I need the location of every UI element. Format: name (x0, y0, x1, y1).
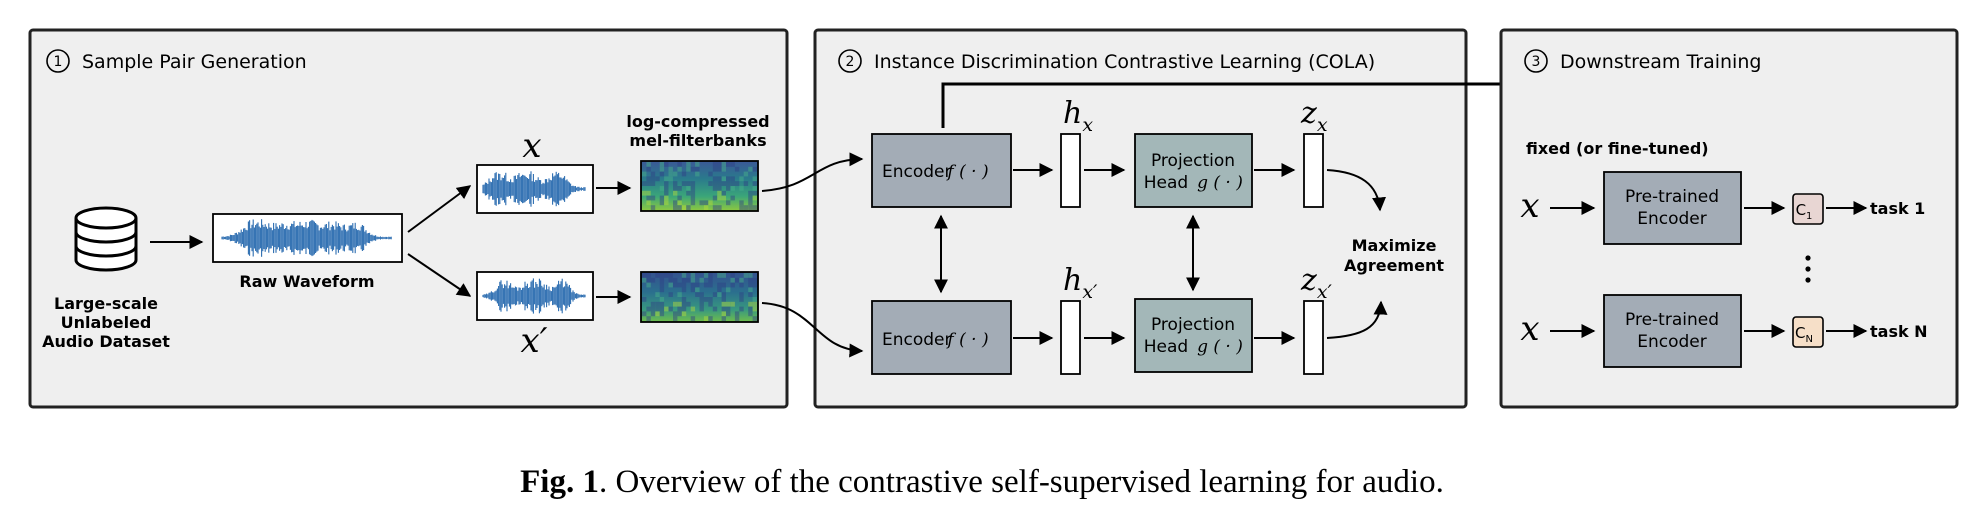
arrow-waveform-to-xprime (407, 253, 472, 297)
projection-top-line1: Projection (1151, 151, 1235, 171)
pretrained-bottom-line2: Encoder (1637, 332, 1707, 352)
panel1-number: 1 (54, 54, 63, 70)
task1-label: task 1 (1870, 199, 1925, 218)
classifier-c1: C1 (1792, 193, 1824, 225)
dataset-label-line1: Large-scale (54, 294, 158, 313)
panel-contrastive-learning: 2 Instance Discrimination Contrastive Le… (761, 28, 1633, 409)
z-top-vector (1303, 133, 1324, 208)
raw-waveform-label: Raw Waveform (239, 272, 374, 291)
encoder-top-func: f ( · ) (945, 162, 988, 182)
pretrained-encoder-top: Pre-trained Encoder (1603, 171, 1742, 245)
sample-x-waveform-icon (482, 171, 586, 207)
sample-xprime-symbol: x′ (521, 321, 548, 361)
raw-waveform-icon (221, 219, 392, 257)
z-bottom-symbol: zx′ (1300, 263, 1333, 303)
panel1-number-circle (46, 49, 70, 73)
pretrained-top-line2: Encoder (1637, 209, 1707, 229)
panel3-number-circle (1524, 49, 1548, 73)
figure-caption: Fig. 1. Overview of the contrastive self… (520, 464, 1444, 500)
panel2-number: 2 (846, 54, 855, 70)
taskN-label: task N (1870, 322, 1928, 341)
panel2-title: Instance Discrimination Contrastive Lear… (874, 51, 1375, 73)
encoder-bottom: Encoder f ( · ) (871, 300, 1012, 375)
encoder-top-label: Encoder (882, 162, 952, 182)
objective-line1: Maximize (1352, 236, 1437, 255)
svg-text:C1: C1 (1796, 201, 1813, 222)
projection-bottom-line2: Head (1144, 337, 1188, 357)
pretrained-bottom-line1: Pre-trained (1625, 310, 1719, 330)
downstream-x-bottom: x (1520, 309, 1539, 349)
fixed-note: fixed (or fine-tuned) (1526, 139, 1709, 158)
h-bottom-vector (1060, 300, 1081, 375)
sample-xprime-waveform-icon (482, 278, 586, 314)
arrow-spec-to-encoder-bottom (761, 302, 864, 358)
spectrogram-label-line1: log-compressed (626, 112, 769, 131)
dataset-label-line3: Audio Dataset (42, 332, 170, 351)
arrow-spec-to-encoder-top (761, 152, 864, 192)
spectrogram-x-icon (640, 160, 759, 212)
pretrained-top-line1: Pre-trained (1625, 187, 1719, 207)
projection-bottom-line1: Projection (1151, 315, 1235, 335)
arrow-z-bottom-to-agreement (1326, 300, 1388, 339)
spectrogram-label-line2: mel-filterbanks (629, 131, 766, 150)
h-top-symbol: hx (1063, 96, 1093, 136)
database-icon (74, 206, 138, 272)
arrow-z-top-to-agreement (1326, 169, 1387, 212)
pretrained-encoder-bottom: Pre-trained Encoder (1603, 294, 1742, 368)
spectrogram-xprime-icon (640, 271, 759, 323)
panel3-number: 3 (1532, 54, 1541, 70)
h-top-vector (1060, 133, 1081, 208)
projection-bottom-func: g ( · ) (1197, 337, 1243, 357)
encoder-bottom-func: f ( · ) (945, 330, 988, 350)
downstream-x-top: x (1520, 186, 1539, 226)
z-bottom-vector (1303, 300, 1324, 375)
panel1-title: Sample Pair Generation (82, 51, 307, 73)
projection-top-func: g ( · ) (1197, 173, 1243, 193)
panel2-number-circle (838, 49, 862, 73)
encoder-bottom-label: Encoder (882, 330, 952, 350)
projection-head-top: Projection Head g ( · ) (1134, 133, 1253, 208)
panel-downstream-training: 3 Downstream Training fixed (or fine-tun… (1499, 28, 1959, 409)
dataset-label-line2: Unlabeled (61, 313, 152, 332)
svg-text:CN: CN (1795, 324, 1813, 345)
sample-x-symbol: x (522, 126, 541, 166)
projection-top-line2: Head (1144, 173, 1188, 193)
ellipsis-icon (1805, 255, 1811, 283)
z-top-symbol: zx (1300, 96, 1328, 136)
classifier-cn: CN (1792, 316, 1824, 348)
objective-line2: Agreement (1344, 256, 1444, 275)
arrow-waveform-to-x (407, 185, 472, 233)
panel3-title: Downstream Training (1560, 51, 1761, 73)
panel-sample-pair-generation: 1 Sample Pair Generation Large-scale Unl… (28, 28, 789, 409)
encoder-top: Encoder f ( · ) (871, 133, 1012, 208)
projection-head-bottom: Projection Head g ( · ) (1134, 298, 1253, 373)
h-bottom-symbol: hx′ (1063, 263, 1098, 303)
